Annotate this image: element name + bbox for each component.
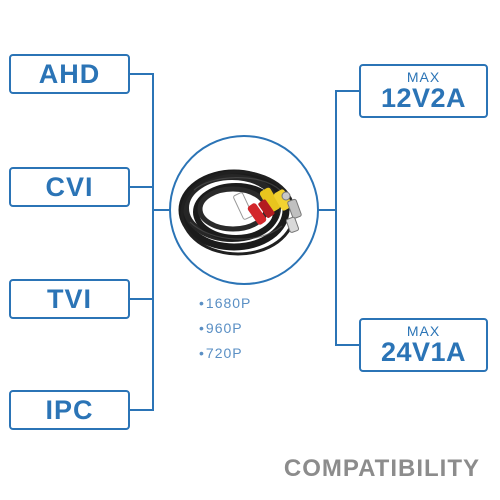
signal-box-cvi: CVI: [9, 167, 130, 207]
signal-box-ipc: IPC: [9, 390, 130, 430]
resolution-label: 720P: [205, 345, 243, 361]
power-max-label: MAX: [406, 69, 441, 85]
signal-box-tvi: TVI: [9, 279, 130, 319]
resolution-list: •1680P •960P •720P: [199, 296, 251, 371]
right-bracket-line: [335, 90, 359, 346]
power-max-label: MAX: [406, 323, 441, 339]
power-value-24v1a: 24V1A: [380, 337, 467, 367]
power-box-24v1a: MAX 24V1A: [359, 318, 488, 372]
signal-box-ahd: AHD: [9, 54, 130, 94]
resolution-item: •720P: [199, 346, 251, 371]
resolution-item: •960P: [199, 321, 251, 346]
signal-label-cvi: CVI: [45, 171, 94, 202]
signal-label-ipc: IPC: [45, 394, 94, 425]
bullet-icon: •: [199, 345, 205, 361]
left-bracket-line: [130, 73, 154, 411]
coiled-cable-image: [178, 169, 302, 256]
resolution-label: 1680P: [205, 295, 252, 311]
bullet-icon: •: [199, 320, 205, 336]
compatibility-footer: COMPATIBILITY: [283, 455, 480, 482]
resolution-item: •1680P: [199, 296, 251, 321]
bullet-icon: •: [199, 295, 205, 311]
signal-label-tvi: TVI: [46, 283, 92, 314]
signal-label-ahd: AHD: [38, 58, 101, 89]
power-box-12v2a: MAX 12V2A: [359, 64, 488, 118]
resolution-label: 960P: [205, 320, 243, 336]
power-value-12v2a: 12V2A: [380, 83, 467, 113]
